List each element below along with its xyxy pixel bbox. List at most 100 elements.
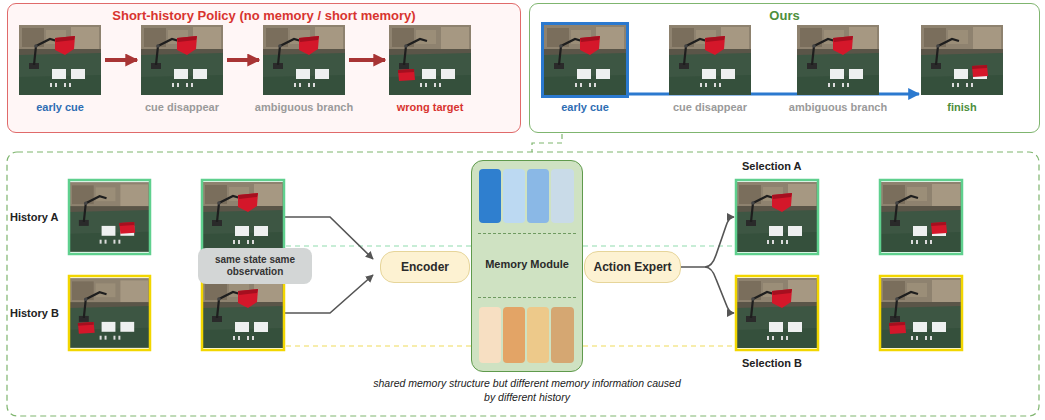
frame-step: finish	[920, 25, 1004, 113]
frame-border	[880, 180, 962, 254]
box-text: Encoder	[401, 260, 449, 274]
zoom-connector	[532, 134, 562, 152]
memory-divider	[478, 233, 576, 234]
red-object	[238, 193, 258, 212]
memory-slot	[551, 169, 574, 223]
scene-background	[19, 25, 101, 95]
row-label: Selection B	[742, 357, 802, 369]
history-b-frames	[69, 276, 284, 350]
frame-border	[736, 180, 818, 254]
step-label: finish	[920, 101, 1004, 113]
flow-arrow	[105, 58, 137, 62]
scene-photo	[141, 25, 223, 95]
red-object	[55, 36, 75, 55]
scene-photo	[69, 278, 150, 347]
scene-background	[141, 25, 223, 95]
flow-arrow	[349, 58, 385, 62]
scene-photo	[797, 25, 879, 95]
state-tag: same state same observation	[198, 248, 312, 284]
frame-step: ambiguous branch	[788, 25, 889, 113]
scene-background	[544, 25, 626, 95]
output-line	[705, 267, 734, 313]
history-a-frames	[69, 180, 284, 254]
red-object	[772, 193, 792, 212]
encoder-box: Encoder	[380, 251, 470, 283]
scene-photo	[389, 25, 471, 95]
step-label: cue disappear	[668, 101, 752, 113]
panel-title: Short-history Policy (no memory / short …	[8, 4, 520, 23]
memory-slot	[551, 307, 574, 363]
scene-background	[263, 25, 345, 95]
memory-title: Memory Module	[472, 258, 582, 270]
scene-photo	[880, 278, 962, 348]
detail-panel	[7, 152, 1039, 416]
red-object	[772, 289, 792, 308]
memory-note: shared memory structure but different me…	[367, 377, 687, 404]
scene-photo	[263, 25, 345, 95]
red-object	[931, 222, 947, 234]
scene-photo	[69, 182, 150, 251]
panel-fill	[7, 3, 521, 133]
ours-panel: Ours early cue cue disappear ambiguous bran…	[529, 3, 1040, 133]
box-text: Action Expert	[593, 260, 671, 274]
frame-step: cue disappear	[140, 25, 224, 113]
step-label: early cue	[543, 101, 627, 113]
output-line	[681, 217, 734, 267]
selection-b-frames	[736, 276, 962, 350]
red-object	[177, 36, 197, 55]
step-label: cue disappear	[140, 101, 224, 113]
scene-photo	[736, 182, 818, 252]
scene-photo	[202, 182, 284, 252]
red-object	[972, 65, 988, 77]
red-object	[119, 222, 135, 234]
frame-step: ambiguous branch	[254, 25, 355, 113]
flow-arrow	[227, 58, 259, 62]
memory-divider	[478, 297, 576, 298]
tag-text: same state same observation	[204, 254, 306, 279]
panel-fill	[529, 3, 1040, 133]
row-label: History B	[10, 307, 59, 319]
frame-border	[736, 276, 818, 350]
frame-step: wrong target	[388, 25, 472, 113]
red-object	[398, 69, 415, 81]
scene-background	[797, 25, 879, 95]
action-expert-box: Action Expert	[584, 251, 681, 283]
step-label: early cue	[18, 101, 102, 113]
memory-slot	[479, 169, 501, 223]
frame-border	[69, 180, 150, 254]
frame-border	[202, 276, 284, 350]
scene-photo	[202, 278, 284, 348]
row-label: Selection A	[742, 160, 802, 172]
red-object	[299, 36, 319, 55]
memory-module: Memory Module	[471, 160, 583, 372]
frame-step: cue disappear	[668, 25, 752, 113]
frame-border	[880, 276, 962, 350]
red-object	[705, 36, 725, 55]
scene-background	[389, 25, 471, 95]
scene-photo	[736, 278, 818, 348]
memory-slot	[527, 169, 549, 223]
scene-photo	[669, 25, 751, 95]
frame-step: early cue	[543, 25, 627, 113]
memory-slot	[527, 307, 549, 363]
frame-border	[69, 276, 150, 350]
memory-slot	[479, 307, 501, 363]
scene-photo	[921, 25, 1003, 95]
red-object	[580, 36, 600, 55]
red-object	[238, 289, 258, 308]
scene-photo	[544, 25, 626, 95]
scene-photo	[880, 182, 962, 252]
step-label: wrong target	[388, 101, 472, 113]
panel-title: Ours	[530, 4, 1039, 23]
frame-border	[202, 180, 284, 254]
red-object	[78, 322, 95, 334]
memory-slot	[503, 169, 525, 223]
red-object	[889, 322, 906, 334]
memory-slot	[503, 307, 525, 363]
baseline-panel: Short-history Policy (no memory / short …	[7, 3, 521, 133]
scene-photo	[19, 25, 101, 95]
step-label: ambiguous branch	[788, 101, 889, 113]
step-label: ambiguous branch	[254, 101, 355, 113]
scene-background	[921, 25, 1003, 95]
